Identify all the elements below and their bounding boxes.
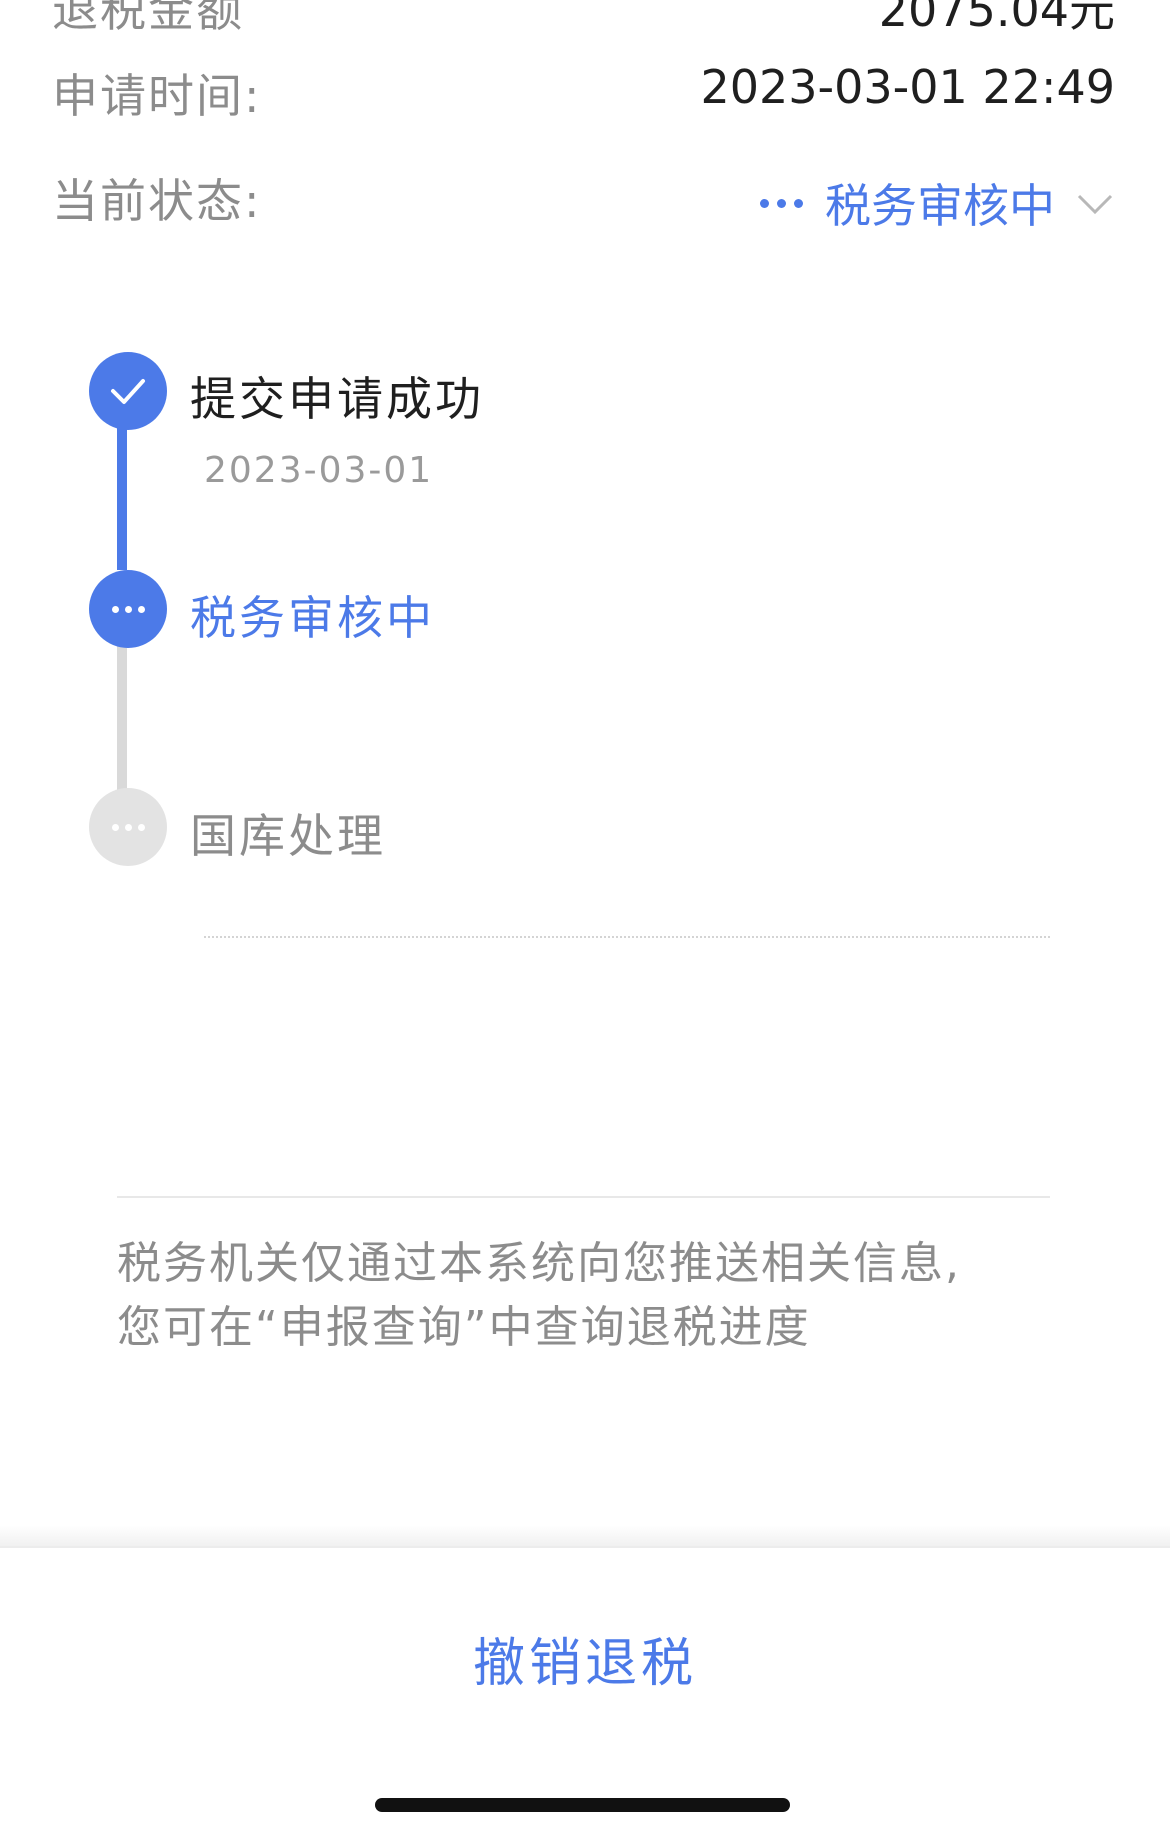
divider — [117, 1196, 1050, 1198]
more-dots-icon — [760, 198, 803, 208]
in-progress-icon — [89, 570, 167, 648]
timeline-line-pending — [117, 640, 127, 790]
status-toggle[interactable]: 税务审核中 — [760, 170, 1115, 236]
timeline-line-complete — [117, 400, 127, 570]
cancel-refund-button[interactable]: 撤销退税 — [472, 1633, 697, 1694]
status-label: 当前状态: — [52, 174, 262, 228]
notice-line-1: 税务机关仅通过本系统向您推送相关信息, — [117, 1238, 961, 1289]
dotted-divider — [204, 936, 1050, 938]
apply-time-value: 2023-03-01 22:49 — [700, 60, 1115, 114]
bottom-action-bar: 撤销退税 — [0, 1546, 1170, 1846]
notice-line-2: 您可在“申报查询”中查询退税进度 — [117, 1302, 811, 1353]
step-title-review: 税务审核中 — [190, 591, 435, 645]
check-icon — [89, 352, 167, 430]
chevron-down-icon — [1077, 194, 1113, 215]
status-value: 税务审核中 — [825, 179, 1055, 233]
step-date-submitted: 2023-03-01 — [204, 450, 434, 491]
pending-icon — [89, 788, 167, 866]
step-title-submitted: 提交申请成功 — [190, 372, 484, 426]
progress-timeline: 提交申请成功 2023-03-01 税务审核中 国库处理 — [0, 0, 1170, 900]
refund-amount-value: 2075.04元 — [878, 0, 1115, 37]
bottom-bar-shadow — [0, 1525, 1170, 1547]
refund-amount-label: 退税金额 — [52, 0, 244, 37]
home-indicator — [375, 1798, 790, 1812]
step-title-treasury: 国库处理 — [190, 809, 386, 863]
apply-time-label: 申请时间: — [52, 69, 262, 123]
notice-text: 税务机关仅通过本系统向您推送相关信息, 您可在“申报查询”中查询退税进度 — [117, 1232, 1057, 1360]
